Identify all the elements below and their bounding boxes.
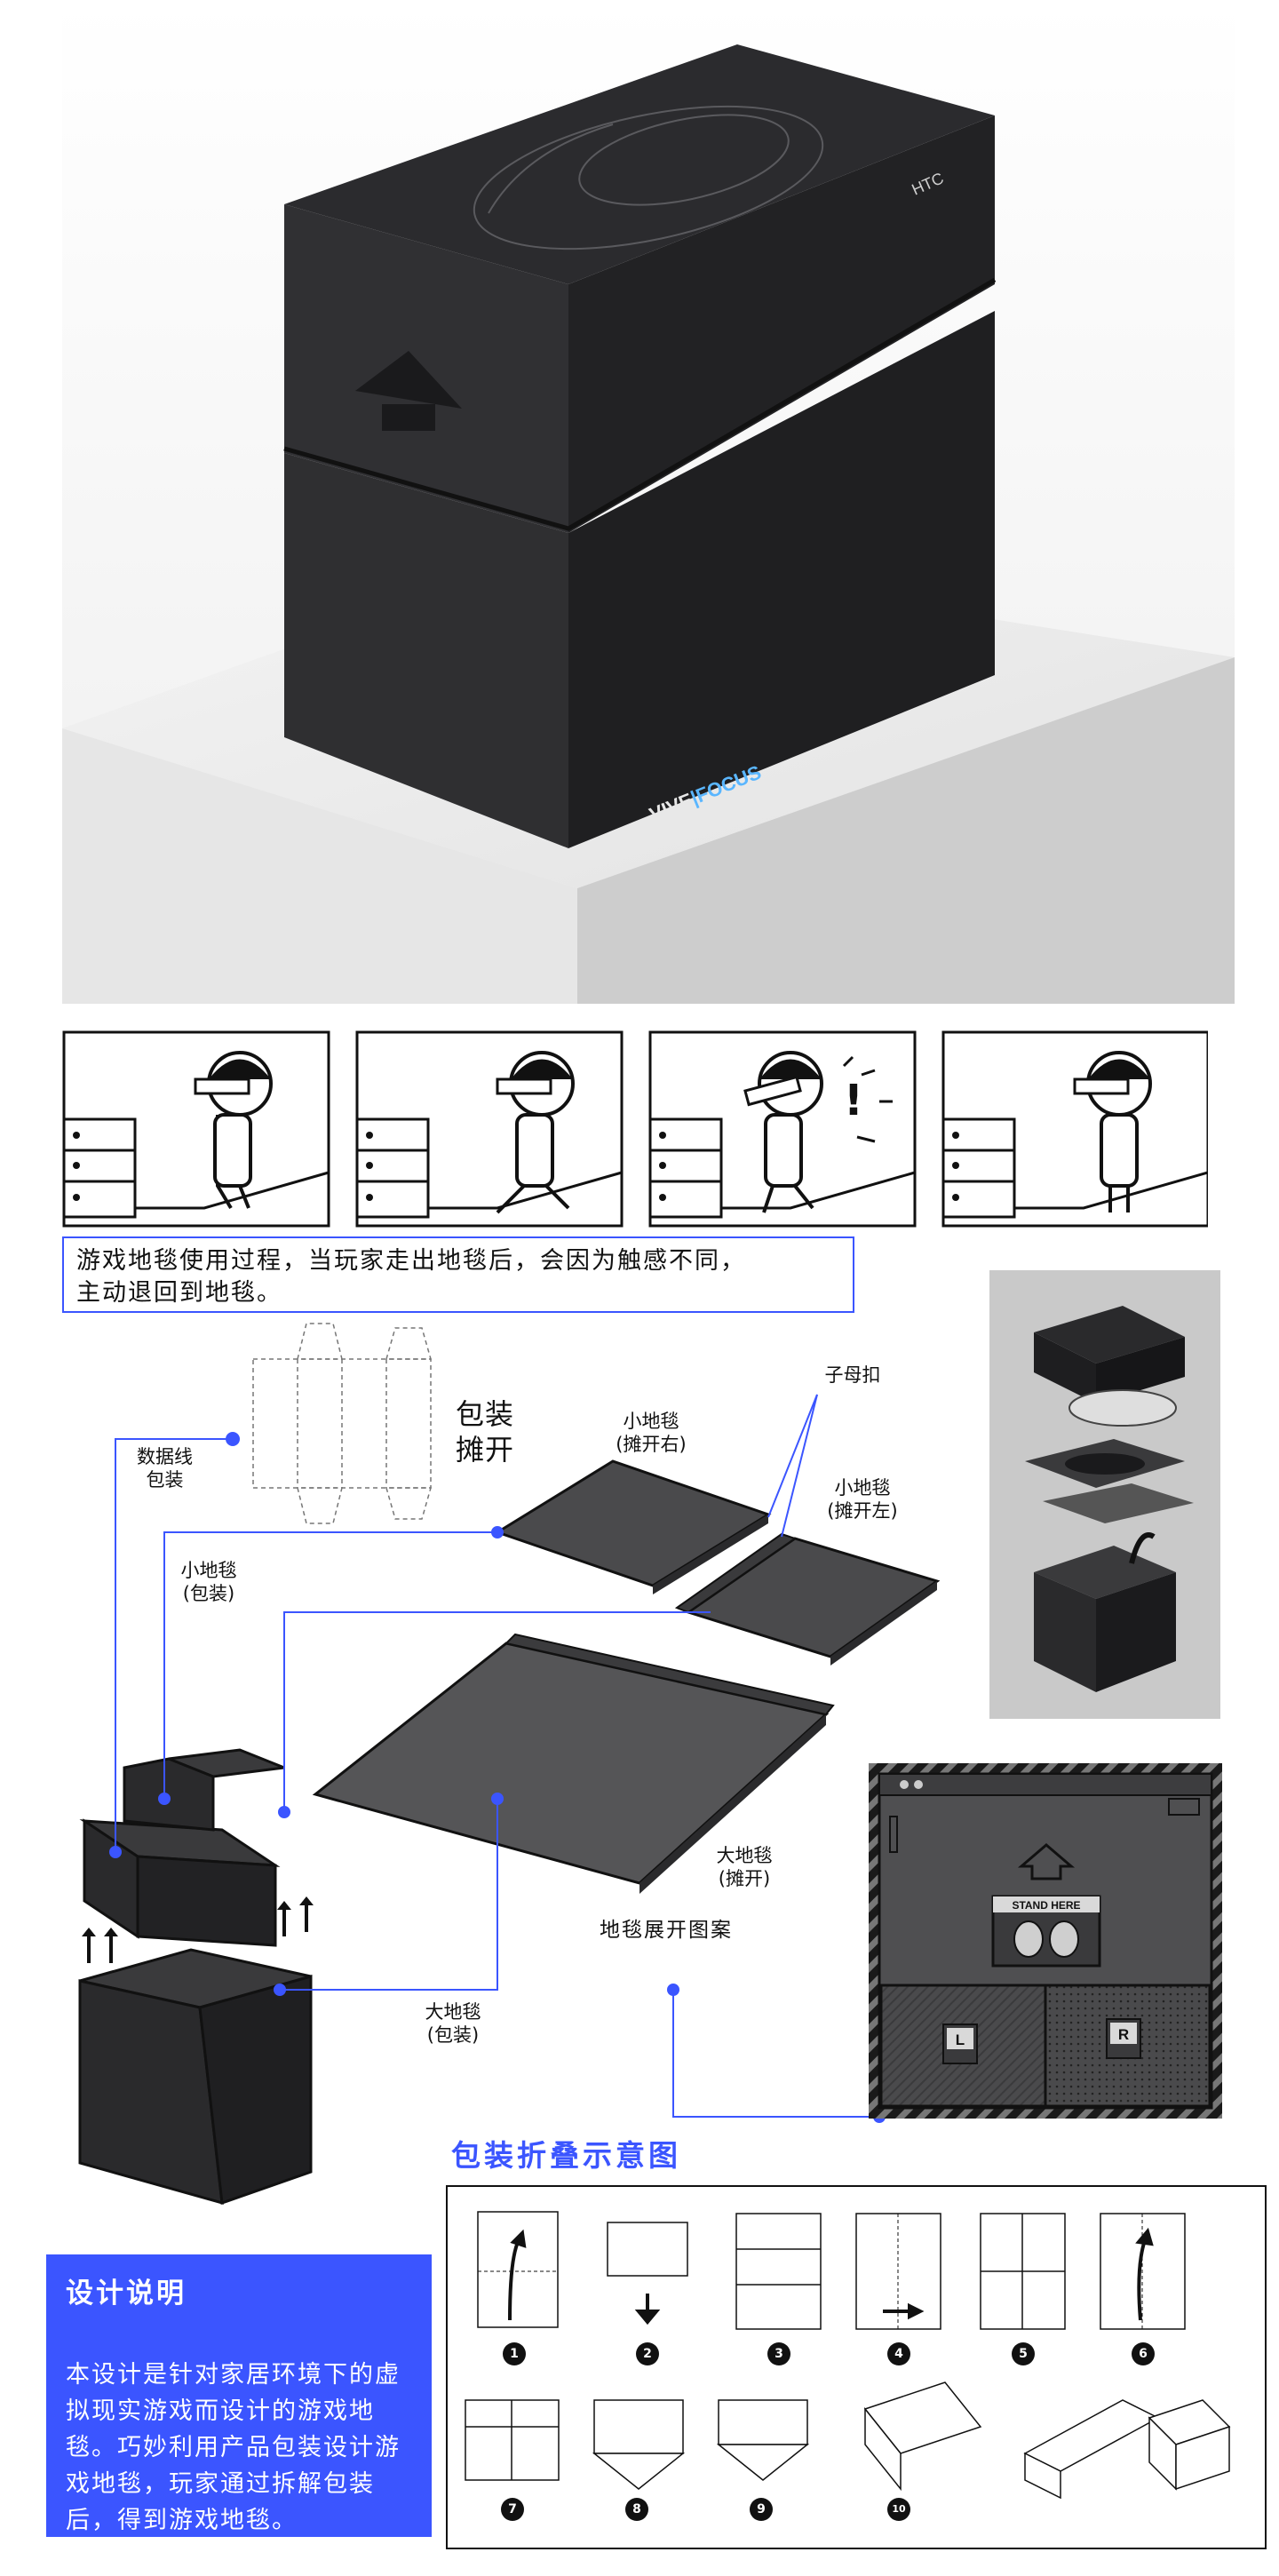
comic-panel-4 — [941, 1030, 1208, 1228]
fold-title: 包装折叠示意图 — [451, 2138, 681, 2173]
step-number: 10 — [887, 2498, 910, 2521]
step-number: 5 — [1012, 2342, 1035, 2365]
unfold-diagram — [78, 1323, 941, 2206]
label-small-mat-left: 小地毯 (摊开左) — [827, 1477, 898, 1522]
step-number: 1 — [503, 2342, 526, 2365]
caption-line-2: 主动退回到地毯。 — [76, 1279, 282, 1307]
arrow-up-icon — [355, 351, 462, 431]
svg-text:!: ! — [844, 1076, 863, 1125]
comic-panel-1 — [62, 1030, 330, 1228]
footprints-icon — [1013, 1920, 1079, 1958]
step-number: 2 — [636, 2342, 659, 2365]
comic-panel-3: ! — [648, 1030, 917, 1228]
label-packaging-unfold: 包装 摊开 — [456, 1397, 515, 1467]
step-number: 4 — [887, 2342, 910, 2365]
dieline-template — [252, 1323, 432, 1524]
exploded-view-photo — [989, 1270, 1220, 1719]
step-number: 8 — [625, 2498, 648, 2521]
left-key-label: L — [956, 2031, 965, 2048]
label-large-mat-open: 大地毯 (摊开) — [716, 1845, 773, 1889]
comic-panel-2 — [355, 1030, 624, 1228]
small-mat-left — [674, 1532, 941, 1666]
small-mat-right — [494, 1459, 772, 1594]
label-small-mat-right: 小地毯 (摊开右) — [616, 1411, 687, 1455]
comic-strip: ! — [62, 1030, 1208, 1228]
stand-here-text: STAND HERE — [1012, 1899, 1080, 1912]
stand-here-arrow-icon — [1017, 1843, 1076, 1880]
step-number: 7 — [501, 2498, 524, 2521]
design-text: 本设计是针对家居环境下的虚拟现实游戏而设计的游戏地毯。巧妙利用产品包装设计游戏地… — [66, 2361, 401, 2534]
step-number: 6 — [1132, 2342, 1155, 2365]
mat-pattern: STAND HERE L R — [869, 1763, 1222, 2119]
up-arrows-icon — [82, 1896, 314, 1963]
right-key-label: R — [1118, 2026, 1129, 2043]
label-small-mat-pack: 小地毯 (包装) — [180, 1560, 237, 1604]
product-render: HTC VIVE|FOCUS — [62, 0, 1235, 1004]
step-number: 3 — [767, 2342, 790, 2365]
headset-outline-icon — [473, 105, 824, 250]
fold-arrows-icon — [508, 2227, 1154, 2326]
design-title: 设计说明 — [66, 2278, 187, 2310]
fold-steps-panel: 1 2 3 4 5 6 7 8 9 10 — [446, 2185, 1267, 2549]
label-snap: 子母扣 — [824, 1364, 881, 1386]
design-description: 设计说明 本设计是针对家居环境下的虚拟现实游戏而设计的游戏地毯。巧妙利用产品包装… — [46, 2254, 432, 2537]
pack-boxes — [78, 1748, 313, 2206]
label-mat-pattern: 地毯展开图案 — [600, 1919, 733, 1942]
large-mat — [312, 1633, 835, 1894]
label-large-mat-pack: 大地毯 (包装) — [425, 2001, 481, 2046]
fold-steps-drawing — [465, 2211, 1231, 2500]
step-number: 9 — [750, 2498, 773, 2521]
label-cable-pack: 数据线 包装 — [137, 1446, 193, 1491]
usage-caption: 游戏地毯使用过程，当玩家走出地毯后，会因为触感不同， 主动退回到地毯。 — [62, 1236, 854, 1313]
caption-line-1: 游戏地毯使用过程，当玩家走出地毯后，会因为触感不同， — [76, 1247, 746, 1275]
